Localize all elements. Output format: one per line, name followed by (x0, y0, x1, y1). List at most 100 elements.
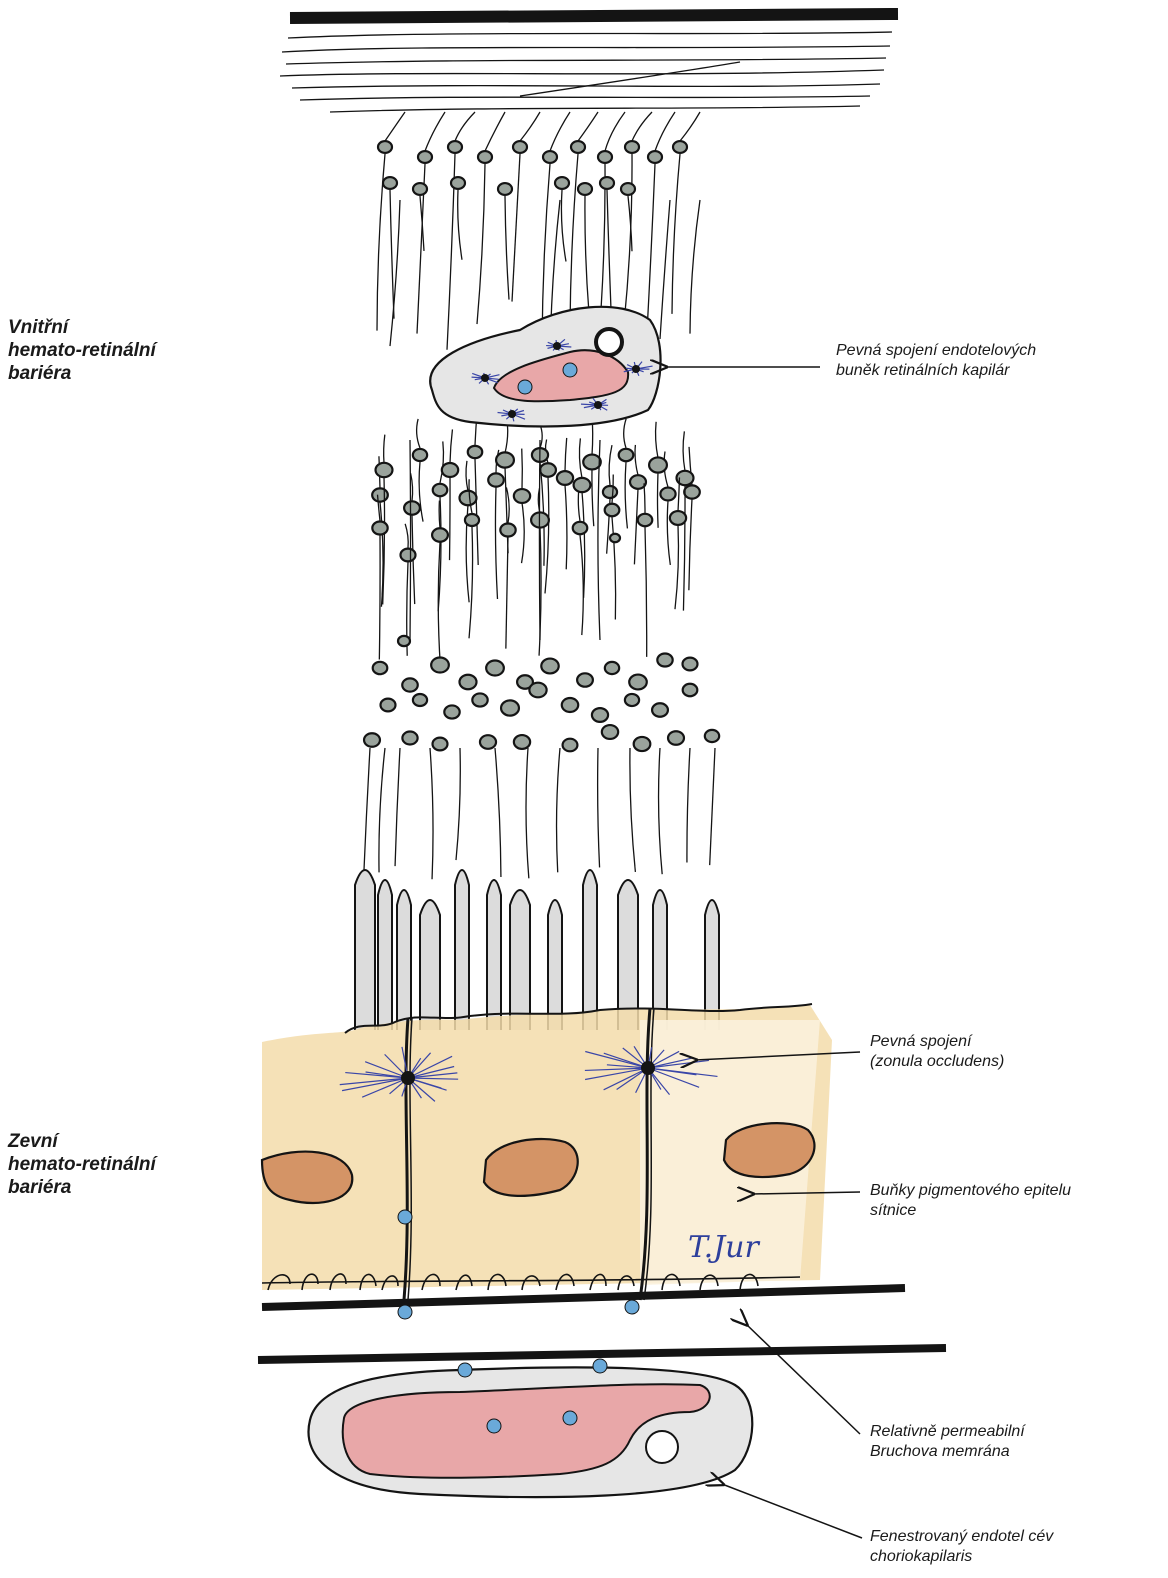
cell-nucleus (583, 455, 601, 470)
cell-nucleus (683, 684, 698, 696)
axon-fiber (605, 112, 625, 151)
capillary-junction (632, 365, 640, 373)
outer-barrier-line1: Zevní (8, 1130, 156, 1153)
cell-nucleus (573, 522, 588, 534)
cell-nucleus (634, 737, 651, 751)
photoreceptor-outer-segment (378, 880, 392, 1030)
cell-nucleus (381, 699, 396, 712)
axon-fiber (458, 190, 462, 260)
axon-fiber (506, 537, 508, 649)
cell-nucleus (574, 478, 591, 492)
axon-fiber (495, 748, 501, 877)
cell-nucleus (486, 660, 504, 675)
cell-nucleus (670, 511, 686, 525)
cell-nucleus (498, 183, 512, 195)
axon-fiber (598, 440, 600, 640)
cell-nucleus (557, 471, 573, 485)
axon-fiber (439, 501, 440, 528)
cell-nucleus (488, 473, 504, 486)
cell-nucleus (372, 521, 387, 534)
annotation-rpe-cells: Buňky pigmentového epitelu sítnice (870, 1181, 1071, 1221)
axon-fiber (683, 431, 685, 471)
axon-fiber (495, 487, 497, 599)
cell-nucleus (529, 683, 546, 698)
capillary-junction (553, 342, 561, 350)
rpe-zonula-occludens (641, 1061, 655, 1075)
photoreceptor-outer-segment (618, 880, 638, 1030)
anno-rpe-line1: Buňky pigmentového epitelu (870, 1181, 1071, 1201)
cell-nucleus (684, 485, 700, 498)
axon-fiber (667, 501, 670, 565)
nerve-fiber-layer (280, 32, 892, 112)
axon-fiber (475, 459, 478, 565)
cell-nucleus (605, 504, 620, 516)
anno-zonula-line1: Pevná spojení (870, 1032, 1004, 1052)
cell-nucleus (480, 735, 496, 749)
photoreceptor-outer-segment (420, 900, 440, 1030)
anno-rpe-line2: sítnice (870, 1201, 1071, 1221)
cell-nucleus (668, 731, 684, 745)
cell-nucleus (364, 733, 380, 747)
axon-fiber (410, 440, 411, 640)
cell-nucleus (460, 491, 477, 505)
cell-nucleus (432, 528, 448, 541)
axon-fiber (379, 748, 385, 872)
axon-fiber (659, 748, 663, 874)
annotation-arrows (665, 367, 862, 1538)
cell-nucleus (496, 452, 514, 467)
cell-nucleus (629, 675, 647, 690)
cell-nucleus (400, 549, 415, 562)
cell-nucleus (433, 484, 448, 496)
top-limiting-membrane (290, 14, 898, 18)
photoreceptor-outer-segment (510, 890, 530, 1030)
axon-fiber (417, 419, 420, 448)
cell-nucleus (603, 486, 617, 498)
cell-nucleus (413, 449, 427, 461)
capillary-junction (481, 374, 489, 382)
axon-fiber (390, 200, 400, 346)
axon-fiber (634, 489, 638, 564)
cell-nucleus (372, 488, 388, 501)
axon-fiber (598, 748, 600, 867)
cell-nucleus (514, 489, 530, 503)
cell-nucleus (472, 693, 487, 706)
outer-barrier-line2: hemato-retinální (8, 1153, 156, 1176)
rpe-zonula-occludens (401, 1071, 415, 1085)
axon-fiber (522, 503, 525, 563)
cell-nucleus (673, 141, 687, 153)
capillary-junction (508, 410, 516, 418)
cell-nucleus (578, 183, 592, 195)
axon-fiber (687, 748, 690, 862)
annotation-fenestrated: Fenestrovaný endotel cév choriokapilaris (870, 1527, 1053, 1567)
axon-fiber (675, 525, 678, 609)
cell-nucleus (451, 177, 465, 189)
axon-fiber (580, 535, 583, 635)
axon-fiber (647, 164, 655, 332)
axon-fiber (710, 748, 715, 865)
retinal-capillary (430, 307, 660, 427)
axon-fiber (690, 200, 700, 334)
cell-nucleus (648, 151, 662, 163)
photoreceptor-outer-segment (548, 900, 562, 1030)
cell-nucleus (448, 141, 462, 153)
cell-nucleus (413, 694, 427, 706)
inner-barrier-line3: bariéra (8, 362, 156, 385)
axon-fiber (557, 748, 560, 872)
annotation-bruch: Relativně permeabilní Bruchova memrána (870, 1422, 1025, 1462)
photoreceptor-outer-segment (397, 890, 411, 1030)
cell-nucleus (660, 488, 675, 501)
axon-fiber (505, 196, 509, 300)
axon-fiber (680, 112, 700, 141)
cell-nucleus (413, 183, 427, 195)
axon-fiber (565, 438, 567, 471)
axon-fiber (592, 469, 594, 526)
axon-fiber (656, 422, 658, 458)
cell-nucleus (376, 463, 393, 477)
cell-nucleus (543, 151, 557, 163)
axon-fiber (565, 485, 567, 569)
anno-fenestrated-line1: Fenestrovaný endotel cév (870, 1527, 1053, 1547)
axon-fiber (485, 112, 505, 151)
anno-endothelial-line2: buněk retinálních kapilár (836, 361, 1036, 381)
axon-fiber (364, 748, 370, 870)
